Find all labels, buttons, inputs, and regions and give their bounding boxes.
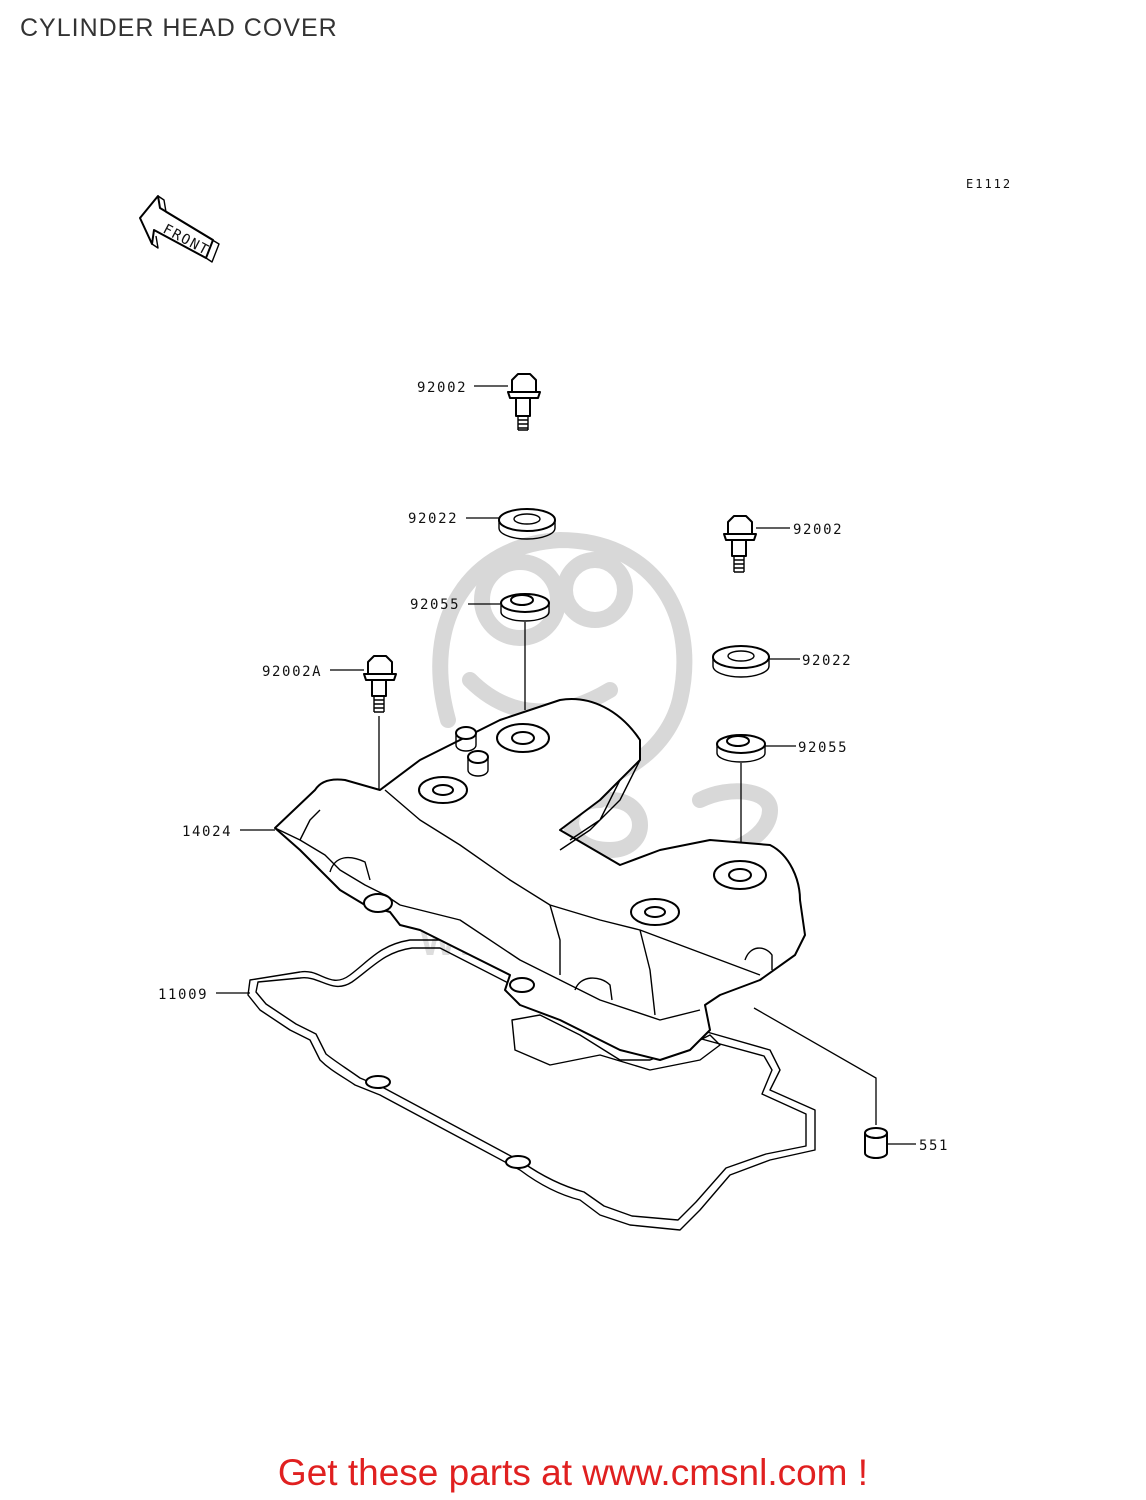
callout-bolt-top: 92002 <box>417 380 467 396</box>
washer-icon <box>498 508 556 540</box>
bolt-icon <box>723 515 757 573</box>
callout-bolt-a: 92002A <box>262 664 322 680</box>
cylinder-head-cover <box>274 698 806 1061</box>
page-title: CYLINDER HEAD COVER <box>20 14 338 42</box>
bolt-icon <box>363 655 397 713</box>
grommet-icon <box>716 734 766 763</box>
grommet-icon <box>500 593 550 622</box>
diagram-code: E1112 <box>966 177 1013 191</box>
washer-icon <box>712 645 770 678</box>
callout-washer-right: 92022 <box>802 653 852 669</box>
front-arrow-icon: FRONT <box>139 195 220 263</box>
callout-grommet-left: 92055 <box>410 597 460 613</box>
parts-diagram: WWW.CMSNL.COM FRONT 92002 92022 92055 <box>139 195 949 1231</box>
gasket-outline <box>247 939 816 1231</box>
footer-promo-link[interactable]: Get these parts at www.cmsnl.com ! <box>277 1452 869 1493</box>
bolt-icon <box>507 373 541 431</box>
callout-gasket: 11009 <box>158 987 208 1003</box>
dowel-pin-icon <box>864 1127 888 1159</box>
callout-bolt-right: 92002 <box>793 522 843 538</box>
callout-cover: 14024 <box>182 824 232 840</box>
callout-grommet-right: 92055 <box>798 740 848 756</box>
callout-washer-left: 92022 <box>408 511 458 527</box>
callout-dowel: 551 <box>919 1138 949 1154</box>
